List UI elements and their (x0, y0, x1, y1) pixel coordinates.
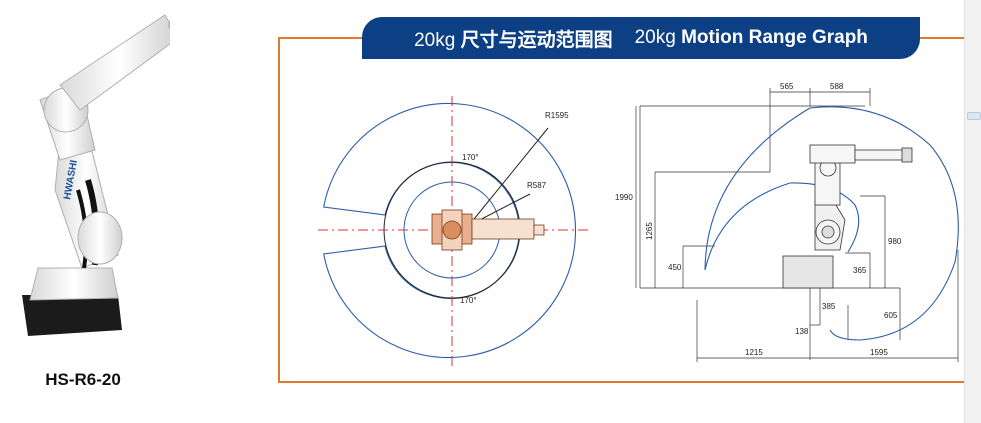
title-en-text: Motion Range Graph (681, 27, 868, 48)
dim-588: 588 (830, 82, 844, 91)
side-view-diagram: 565 588 1990 1265 450 980 365 385 605 13… (615, 82, 959, 362)
dim-980: 980 (888, 237, 902, 246)
dim-1265: 1265 (645, 222, 654, 240)
dim-365: 365 (853, 266, 867, 275)
title-en-num: 20kg (634, 27, 676, 48)
outer-range-arc (323, 102, 577, 359)
robot-top-view (431, 209, 545, 251)
dim-605: 605 (884, 311, 898, 320)
dim-385: 385 (822, 302, 836, 311)
model-label: HS-R6-20 (45, 370, 121, 389)
scroll-thumb[interactable] (967, 112, 981, 120)
title-cn-text: 尺寸与运动范围图 (460, 29, 613, 51)
robot-side-view (782, 144, 913, 289)
side-inner-arc (704, 182, 860, 271)
dim-450: 450 (668, 263, 682, 272)
dim-1595: 1595 (870, 348, 888, 357)
side-range-arc (704, 106, 959, 341)
title-cn: 20kg 尺寸与运动范围图 (414, 25, 613, 52)
dim-138: 138 (795, 327, 809, 336)
label-r1595: R1595 (545, 111, 569, 120)
dim-1215: 1215 (745, 348, 763, 357)
dim-1990: 1990 (615, 193, 633, 202)
robot-arm-image: HWASHI (22, 14, 170, 336)
label-r587: R587 (527, 181, 547, 190)
top-view-diagram: R1595 R587 170° 170° (318, 96, 588, 366)
r1595-leader (469, 127, 549, 225)
label-angle-top: 170° (462, 153, 479, 162)
dim-565: 565 (780, 82, 794, 91)
title-banner: 20kg 尺寸与运动范围图 20kg Motion Range Graph (362, 17, 920, 59)
title-cn-num: 20kg (414, 29, 456, 51)
label-angle-bottom: 170° (460, 296, 477, 305)
page-scrollbar[interactable] (964, 0, 981, 423)
title-en: 20kg Motion Range Graph (635, 27, 868, 49)
